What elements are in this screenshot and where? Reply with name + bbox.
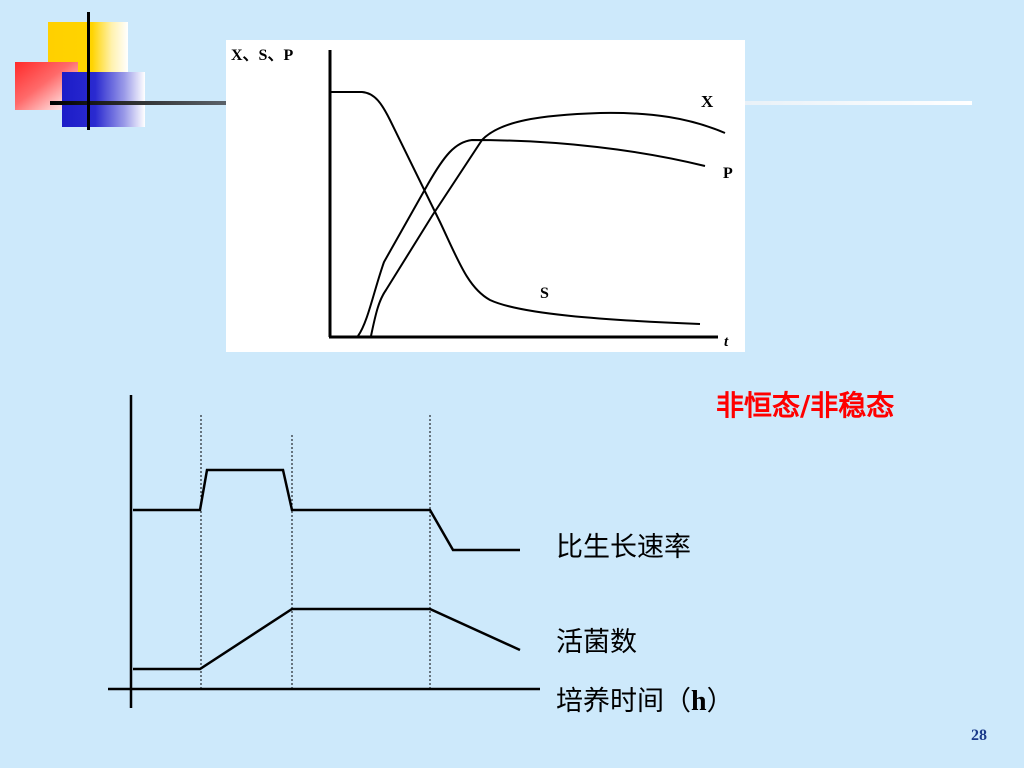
time-axis-label-close: ） bbox=[706, 686, 734, 717]
kinetics-figure: X、S、P t X P S bbox=[226, 40, 745, 352]
state-note: 非恒态/非稳态 bbox=[716, 389, 895, 422]
specific-growth-rate-line bbox=[133, 468, 520, 552]
curve-x-label: X bbox=[701, 92, 714, 111]
page-number: 28 bbox=[971, 727, 987, 744]
curve-s-label: S bbox=[540, 285, 549, 302]
growth-schematic-plot bbox=[108, 395, 540, 708]
specific-growth-rate-label: 比生长速率 bbox=[556, 532, 691, 563]
time-axis-unit: h bbox=[691, 686, 707, 717]
kinetics-x-axis-label: t bbox=[724, 334, 729, 350]
curve-p-product bbox=[357, 138, 706, 337]
viable-cell-label: 活菌数 bbox=[556, 627, 637, 658]
curve-p-label: P bbox=[723, 165, 733, 182]
time-axis-label-text: 培养时间（ bbox=[556, 686, 691, 717]
decor-vertical-rule bbox=[87, 12, 90, 130]
curve-x-biomass bbox=[370, 111, 726, 337]
decor-blue-square bbox=[62, 72, 145, 127]
time-axis-label: 培养时间（h） bbox=[556, 688, 734, 716]
curve-s-substrate bbox=[330, 91, 701, 325]
kinetics-y-axis-label: X、S、P bbox=[231, 47, 293, 64]
growth-schematic bbox=[100, 380, 540, 720]
kinetics-plot: X、S、P t X P S bbox=[231, 47, 733, 350]
viable-cell-line bbox=[133, 607, 521, 671]
